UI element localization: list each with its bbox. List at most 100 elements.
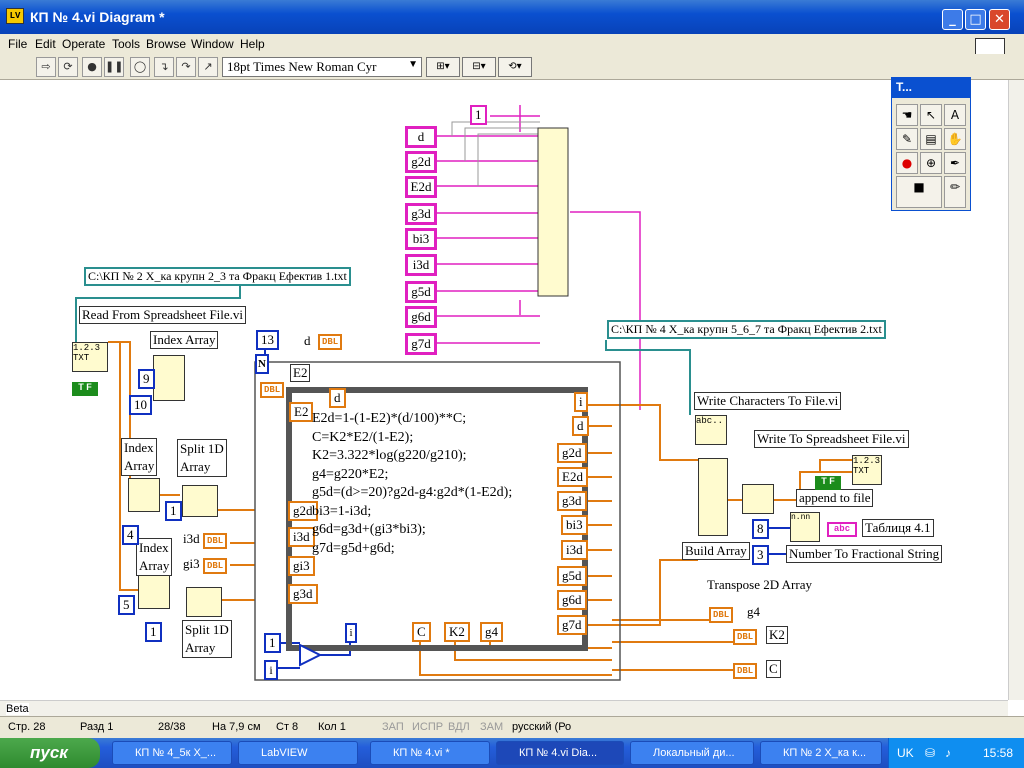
task-vi-front[interactable]: КП № 4.vi * — [370, 741, 490, 765]
formula-input-E2[interactable]: E2 — [289, 402, 314, 422]
formula-output-i3d[interactable]: i3d — [561, 540, 588, 560]
close-button[interactable]: ✕ — [989, 9, 1010, 30]
const-1d[interactable]: 1 — [470, 105, 487, 125]
minimize-button[interactable]: _ — [942, 9, 963, 30]
network-icon[interactable]: ⛁ — [925, 746, 936, 760]
formula-output-g7d[interactable]: g7d — [557, 615, 587, 635]
build-array-node[interactable] — [698, 458, 728, 536]
dbl-k2[interactable]: DBL — [733, 629, 758, 645]
pink-g5d[interactable]: g5d — [405, 281, 437, 303]
wiring-tool-icon[interactable]: ✎ — [896, 128, 918, 150]
align-objects-dropdown[interactable]: ⊞▾ — [426, 57, 460, 77]
formula-input-g2d[interactable]: g2d — [288, 501, 318, 521]
file-path-2[interactable]: C:\КП № 4 Х_ка крупн 5_6_7 та Фракц Ефек… — [607, 320, 886, 339]
task-word-doc[interactable]: КП № 4_5к Х_... — [112, 741, 232, 765]
loop-i-terminal[interactable]: i — [345, 623, 357, 643]
pink-g2d[interactable]: g2d — [405, 151, 437, 173]
string-constant[interactable]: abc — [827, 522, 857, 537]
formula-node-text[interactable]: E2d=1-(1-E2)*(d/100)**C; C=K2*E2/(1-E2);… — [312, 411, 513, 556]
const-4[interactable]: 4 — [122, 525, 139, 545]
const-9[interactable]: 9 — [138, 369, 155, 389]
language-indicator[interactable]: UK — [897, 746, 914, 760]
menu-file[interactable]: File — [8, 37, 28, 51]
dbl-c[interactable]: DBL — [733, 663, 758, 679]
pink-i3d[interactable]: i3d — [405, 254, 437, 276]
task-txt-file[interactable]: КП № 2 Х_ка к... — [760, 741, 882, 765]
formula-output-g4[interactable]: g4 — [480, 622, 503, 642]
index-array-node-1[interactable] — [153, 355, 185, 401]
dbl-g4[interactable]: DBL — [709, 607, 734, 623]
vertical-scrollbar[interactable] — [1008, 80, 1024, 700]
scroll-hand-icon[interactable]: ✋ — [944, 128, 966, 150]
formula-output-g5d[interactable]: g5d — [557, 566, 587, 586]
maximize-button[interactable]: □ — [965, 9, 986, 30]
step-into-icon[interactable]: ↴ — [154, 57, 174, 77]
const-1b[interactable]: 1 — [145, 622, 162, 642]
formula-input-i3d[interactable]: i3d — [288, 527, 315, 547]
abort-icon[interactable]: ● — [82, 57, 102, 77]
run-continuous-icon[interactable]: ⟳ — [58, 57, 78, 77]
distribute-objects-dropdown[interactable]: ⊟▾ — [462, 57, 496, 77]
task-vi-diagram[interactable]: КП № 4.vi Dia... — [496, 741, 624, 765]
const-8[interactable]: 8 — [752, 519, 769, 539]
split-array-node-2[interactable] — [186, 587, 222, 617]
run-arrow-icon[interactable]: ⇨ — [36, 57, 56, 77]
formula-input-d[interactable]: d — [329, 388, 346, 408]
shortcut-menu-icon[interactable]: ▤ — [920, 128, 942, 150]
pink-g3d[interactable]: g3d — [405, 203, 437, 225]
dbl-gi3[interactable]: DBL — [203, 558, 228, 574]
tools-palette[interactable]: T... ☚ ↖ A ✎ ▤ ✋ ● ⊕ ✒ ■ ✏ — [891, 77, 971, 211]
formula-output-g2d[interactable]: g2d — [557, 443, 587, 463]
title-bar[interactable]: LV КП № 4.vi Diagram * _ □ ✕ — [0, 0, 1024, 34]
const-1a[interactable]: 1 — [165, 501, 182, 521]
const-1c[interactable]: 1 — [264, 633, 281, 653]
boolean-constant-2[interactable]: T F — [815, 476, 841, 490]
pause-icon[interactable]: ❚❚ — [104, 57, 124, 77]
horizontal-scrollbar[interactable] — [0, 700, 1008, 716]
menu-tools[interactable]: Tools — [112, 37, 141, 51]
formula-output-E2d[interactable]: E2d — [557, 467, 588, 487]
formula-output-bi3[interactable]: bi3 — [561, 515, 588, 535]
pink-bi3[interactable]: bi3 — [405, 228, 437, 250]
volume-icon[interactable]: ♪ — [945, 746, 951, 760]
menu-help[interactable]: Help — [240, 37, 265, 51]
font-selector[interactable]: 18pt Times New Roman Cyr▼ — [222, 57, 422, 77]
color-brush-icon[interactable]: ✏ — [944, 176, 966, 208]
num-to-frac-node[interactable]: n.nn — [790, 512, 820, 542]
position-arrow-icon[interactable]: ↖ — [920, 104, 942, 126]
split-array-node-1[interactable] — [182, 485, 218, 517]
task-labview[interactable]: LabVIEW — [238, 741, 358, 765]
formula-input-gi3[interactable]: gi3 — [288, 556, 315, 576]
text-tool-icon[interactable]: A — [944, 104, 966, 126]
pink-g7d[interactable]: g7d — [405, 333, 437, 355]
breakpoint-icon[interactable]: ● — [896, 152, 918, 174]
pink-g6d[interactable]: g6d — [405, 306, 437, 328]
formula-output-K2[interactable]: K2 — [444, 622, 470, 642]
formula-output-d[interactable]: d — [572, 416, 589, 436]
step-over-icon[interactable]: ↷ — [176, 57, 196, 77]
menu-browse[interactable]: Browse — [146, 37, 187, 51]
index-array-node-3[interactable] — [138, 575, 170, 609]
menu-operate[interactable]: Operate — [62, 37, 106, 51]
file-path-1[interactable]: C:\КП № 2 Х_ка крупн 2_3 та Фракц Ефекти… — [84, 267, 351, 286]
write-chars-node[interactable]: abc.. — [695, 415, 727, 445]
pink-d[interactable]: d — [405, 126, 437, 148]
dbl-d[interactable]: DBL — [318, 334, 343, 350]
dbl-i3d[interactable]: DBL — [203, 533, 228, 549]
formula-output-g6d[interactable]: g6d — [557, 590, 587, 610]
iteration-terminal[interactable]: i — [264, 660, 278, 680]
block-diagram[interactable]: C:\КП № 2 Х_ка крупн 2_3 та Фракц Ефекти… — [0, 80, 1008, 700]
start-button[interactable]: пуск — [0, 738, 100, 768]
formula-input-g3d[interactable]: g3d — [288, 584, 318, 604]
color-copy-icon[interactable]: ✒ — [944, 152, 966, 174]
operate-hand-icon[interactable]: ☚ — [896, 104, 918, 126]
loop-count[interactable]: 13 — [256, 330, 279, 350]
formula-output-g3d[interactable]: g3d — [557, 491, 587, 511]
probe-icon[interactable]: ⊕ — [920, 152, 942, 174]
transpose-node[interactable] — [742, 484, 774, 514]
index-array-node-2[interactable] — [128, 478, 160, 512]
formula-output-i[interactable]: i — [574, 392, 588, 412]
const-5[interactable]: 5 — [118, 595, 135, 615]
step-out-icon[interactable]: ↗ — [198, 57, 218, 77]
